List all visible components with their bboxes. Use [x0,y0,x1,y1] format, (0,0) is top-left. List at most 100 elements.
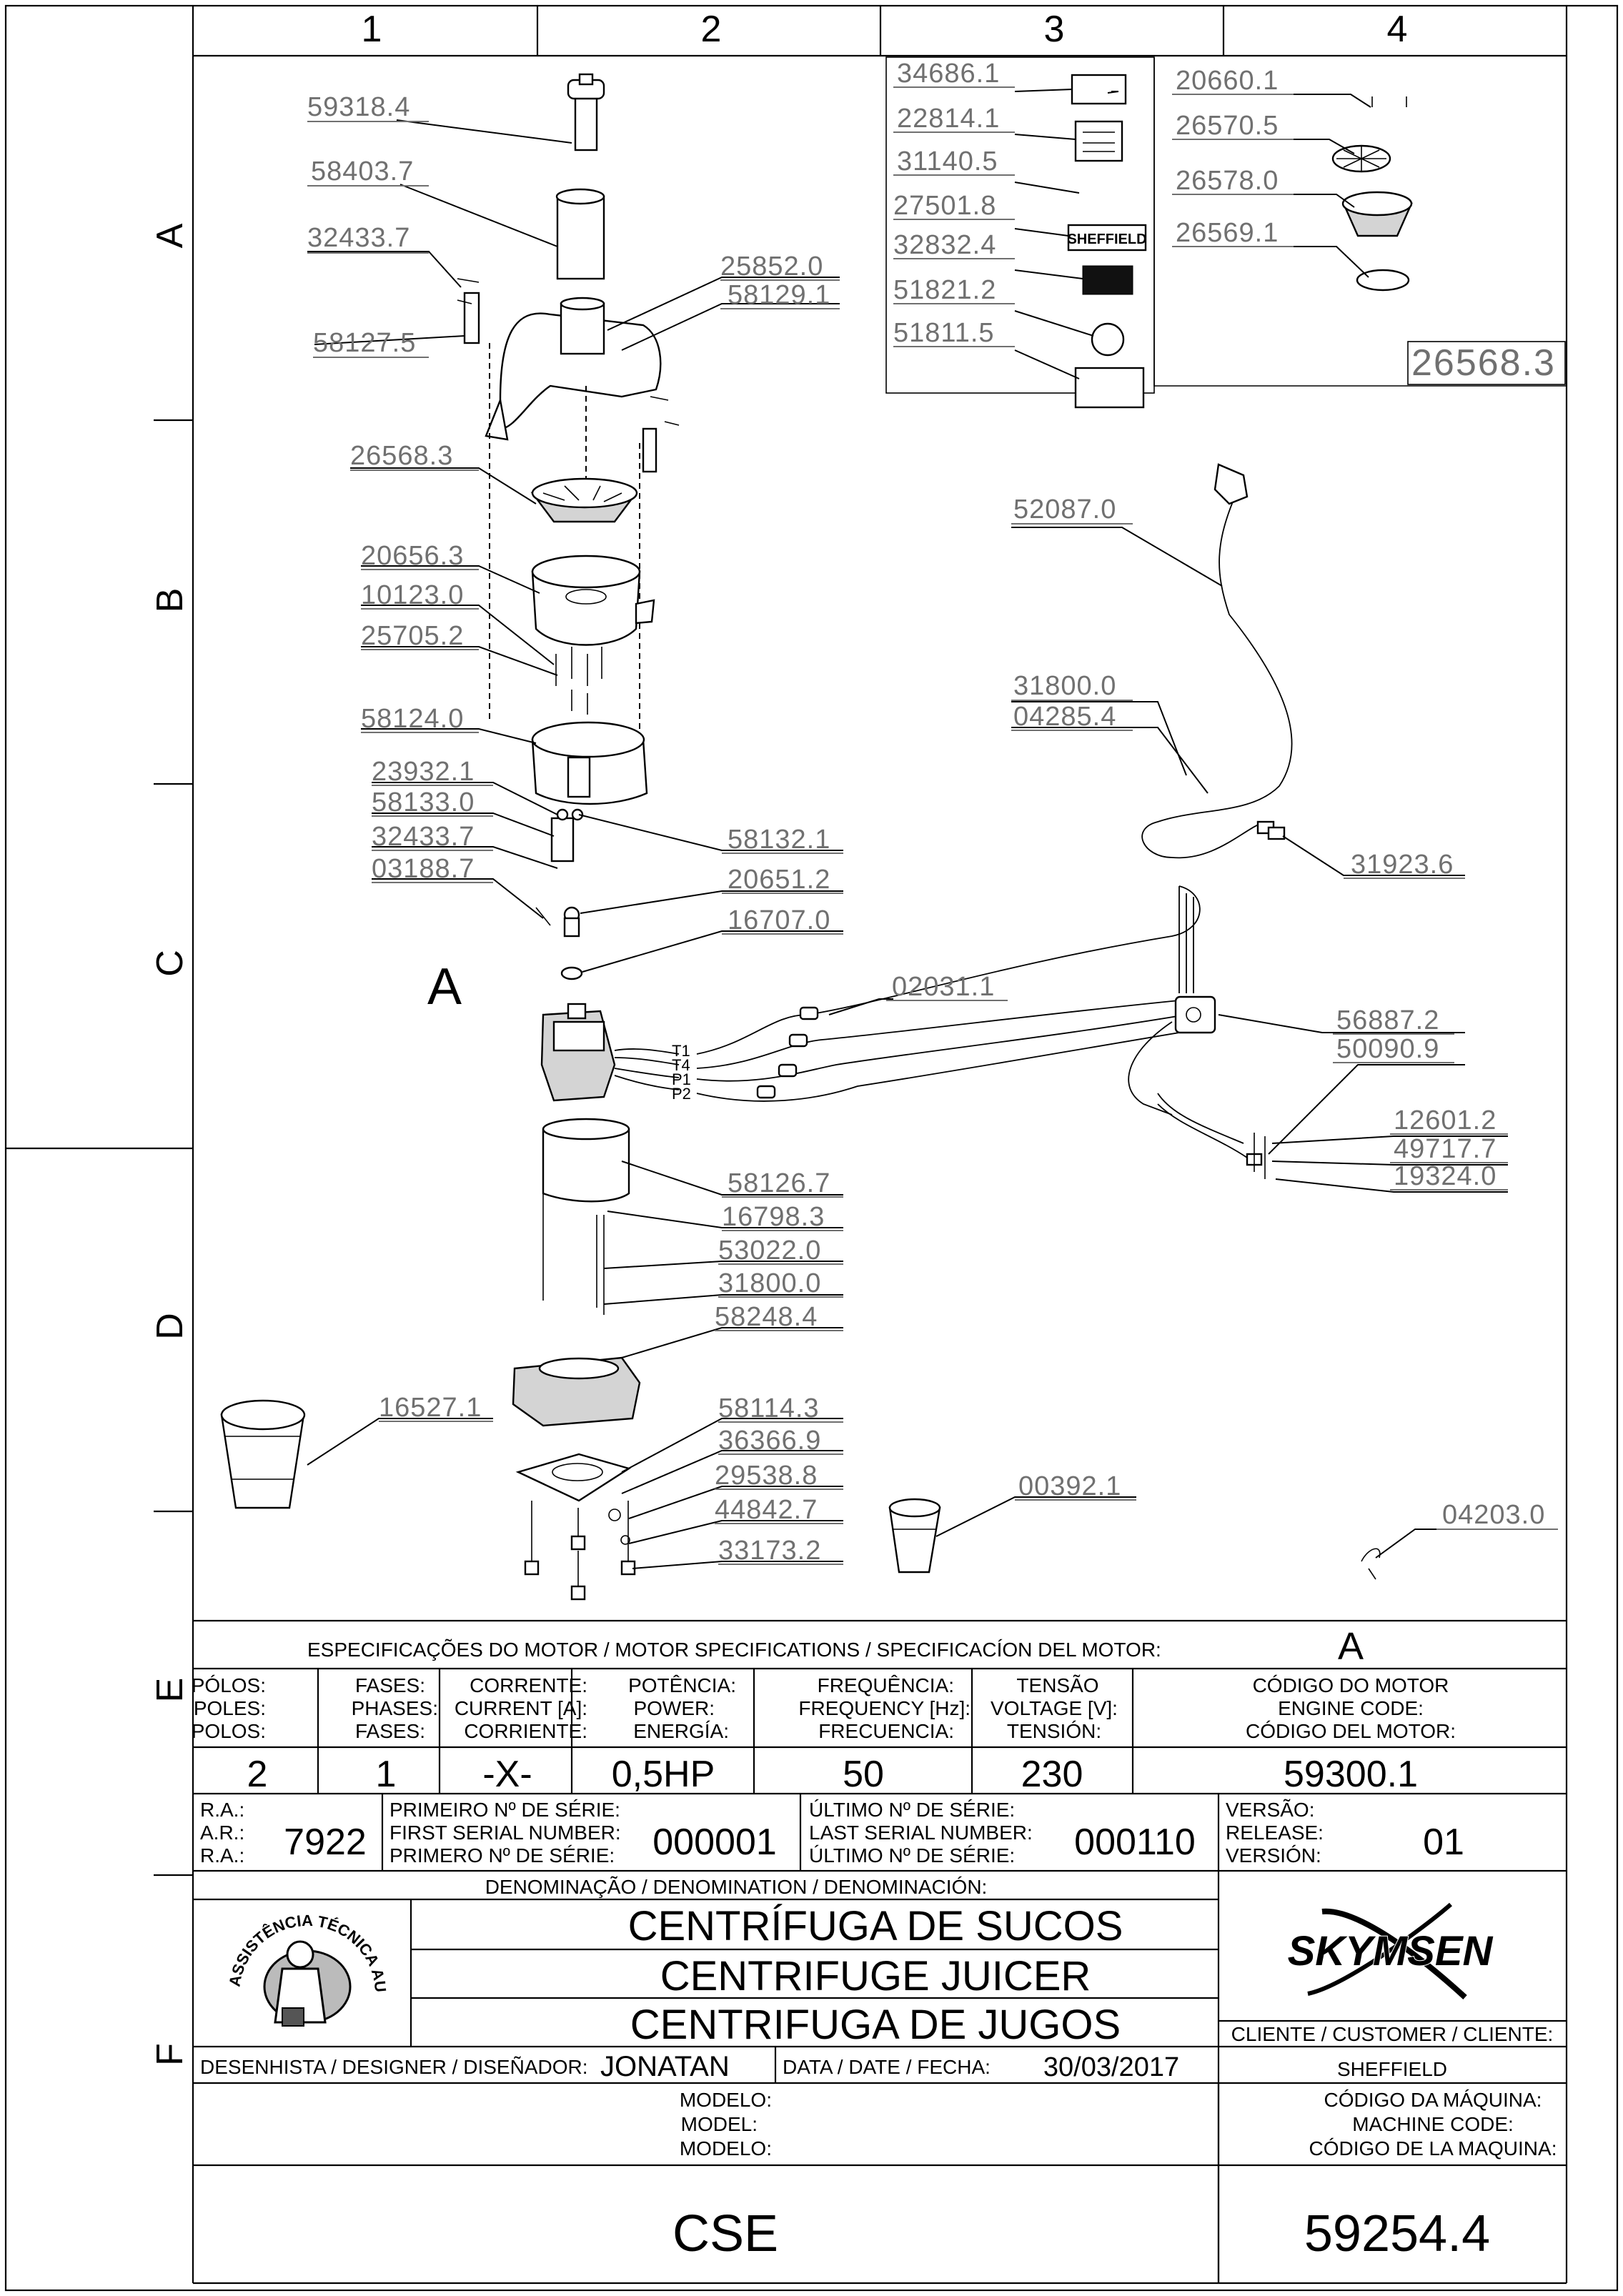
parts-artwork: T1 T4 P1 P2 [220,73,1413,1601]
wire-label-t4: T4 [672,1056,690,1074]
pusher-part [574,91,598,151]
machine-code-value: 59254.4 [1304,2205,1490,2262]
zone-row-b: B [149,588,191,613]
lid-part [499,312,662,430]
callout: 32433.7 [307,223,410,253]
product-name-en: CENTRIFUGE JUICER [660,1953,1091,1999]
spec-value-voltage: 230 [1021,1754,1083,1795]
callout: 56887.2 [1336,1005,1439,1035]
spec-title: ESPECIFICAÇÕES DO MOTOR / MOTOR SPECIFIC… [307,1639,1161,1661]
wrench-part [1361,1548,1381,1580]
zone-row-a: A [149,223,191,248]
brand-logo: SKYMSEN [1287,1902,1494,1999]
leader-lines [307,89,1554,1569]
spec-label-code-es: CÓDIGO DEL MOTOR: [1246,1720,1456,1742]
wire-label-t1: T1 [672,1042,690,1060]
sticker-brand [1067,224,1147,252]
callout: 26568.3 [350,441,453,471]
callout: 53022.0 [718,1236,821,1266]
ra-value: 7922 [284,1822,367,1863]
bottom-plate-part [515,1453,631,1502]
spec-label-poles-pt: PÓLOS: [192,1674,266,1696]
callout: 58248.4 [715,1302,818,1332]
callout: 03188.7 [372,854,475,884]
spec-label-phases-pt: FASES: [355,1674,425,1696]
switch-part [1174,995,1216,1034]
callout: 31800.0 [718,1268,821,1298]
product-name-es: CENTRIFUGA DE JUGOS [630,2002,1121,2048]
date-value: 30/03/2017 [1043,2052,1179,2082]
spec-label-code-en: ENGINE CODE: [1278,1697,1424,1719]
last-serial-label-es: ÚLTIMO Nº DE SÉRIE: [809,1844,1015,1867]
zone-row-f: F [149,2043,191,2066]
motor-spec-table: ESPECIFICAÇÕES DO MOTOR / MOTOR SPECIFIC… [192,1619,1567,1795]
callout: 00392.1 [1018,1471,1121,1501]
callout: 31800.0 [1013,671,1116,701]
inset-ref-box [1407,341,1566,385]
spec-label-freq-es: FRECUENCIA: [818,1720,954,1742]
last-serial-label-pt: ÚLTIMO Nº DE SÉRIE: [809,1799,1015,1821]
designer-label: DESENHISTA / DESIGNER / DISEÑADOR: [200,2056,587,2078]
callout: 59318.4 [307,92,410,122]
bowl-part [531,570,641,646]
callout: 20651.2 [728,865,830,895]
callout: 31923.6 [1351,850,1454,880]
sticker-round [1091,322,1125,357]
spec-label-phases-en: PHASES: [352,1697,438,1719]
spec-label-poles-en: POLES: [194,1697,266,1719]
callout: 16707.0 [728,905,830,935]
first-serial-label-es: PRIMERO Nº DE SÉRIE: [389,1844,615,1867]
zone-row-c: C [149,950,191,977]
latch-right [642,427,657,473]
accessory-inset-box [1153,57,1567,387]
callout: 58127.5 [313,328,416,358]
callout: 02031.1 [892,972,995,1002]
callouts: 59318.4 58403.7 32433.7 58127.5 25852.0 … [307,59,1558,1566]
callout: 29538.8 [715,1461,818,1491]
ra-label-es: R.A.: [200,1844,244,1867]
screws-group [555,647,602,715]
spec-label-poles-es: POLOS: [192,1720,266,1742]
title-block: DENOMINAÇÃO / DENOMINATION / DENOMINACIÓ… [0,0,1567,2283]
callout: 16798.3 [722,1202,825,1232]
callout: 58129.1 [728,280,830,310]
spec-label-current-pt: CORRENTE: [470,1674,587,1696]
model-value: CSE [672,2205,778,2262]
spec-label-current-es: CORRIENTE: [464,1720,587,1742]
callout: 58403.7 [311,156,414,187]
feed-tube-part [556,195,605,280]
inset-ref-label: 26568.3 [1411,342,1556,384]
callout: 33173.2 [718,1536,821,1566]
callout: 32433.7 [372,822,475,852]
callout: 44842.7 [715,1495,818,1525]
spec-value-code: 59300.1 [1284,1754,1418,1795]
callout: 19324.0 [1394,1161,1497,1191]
client-label: CLIENTE / CUSTOMER / CLIENTE: [1231,2023,1554,2045]
first-serial-label-pt: PRIMEIRO Nº DE SÉRIE: [389,1799,620,1821]
callout: 25852.0 [720,252,823,282]
date-label: DATA / DATE / FECHA: [783,2056,991,2078]
callout: 58133.0 [372,787,475,817]
callout: 36366.9 [718,1426,821,1456]
spec-value-freq: 50 [843,1754,884,1795]
callout: 26578.0 [1176,166,1279,196]
zone-col-4: 4 [1387,9,1408,50]
callout: 58132.1 [728,825,830,855]
callout: 49717.7 [1394,1134,1497,1164]
power-cord-part [1141,492,1293,859]
zone-row-e: E [149,1678,191,1703]
wire-label-p2: P2 [672,1085,691,1103]
denomination-label: DENOMINAÇÃO / DENOMINATION / DENOMINACIÓ… [485,1876,988,1898]
sticker-brand-text: SHEFFIELD [1067,232,1146,247]
model-label-en: MODEL: [681,2113,758,2135]
accessory-cone-part [1356,269,1410,292]
zone-row-d: D [149,1313,191,1340]
first-serial-label-en: FIRST SERIAL NUMBER: [389,1822,621,1844]
version-label-es: VERSIÓN: [1226,1844,1321,1867]
spec-label-code-pt: CÓDIGO DO MOTOR [1253,1674,1449,1696]
callout: 25705.2 [361,621,464,651]
wire-label-p1: P1 [672,1070,691,1088]
callout: 22814.1 [897,104,1000,134]
spec-value-power: 0,5HP [612,1754,715,1795]
